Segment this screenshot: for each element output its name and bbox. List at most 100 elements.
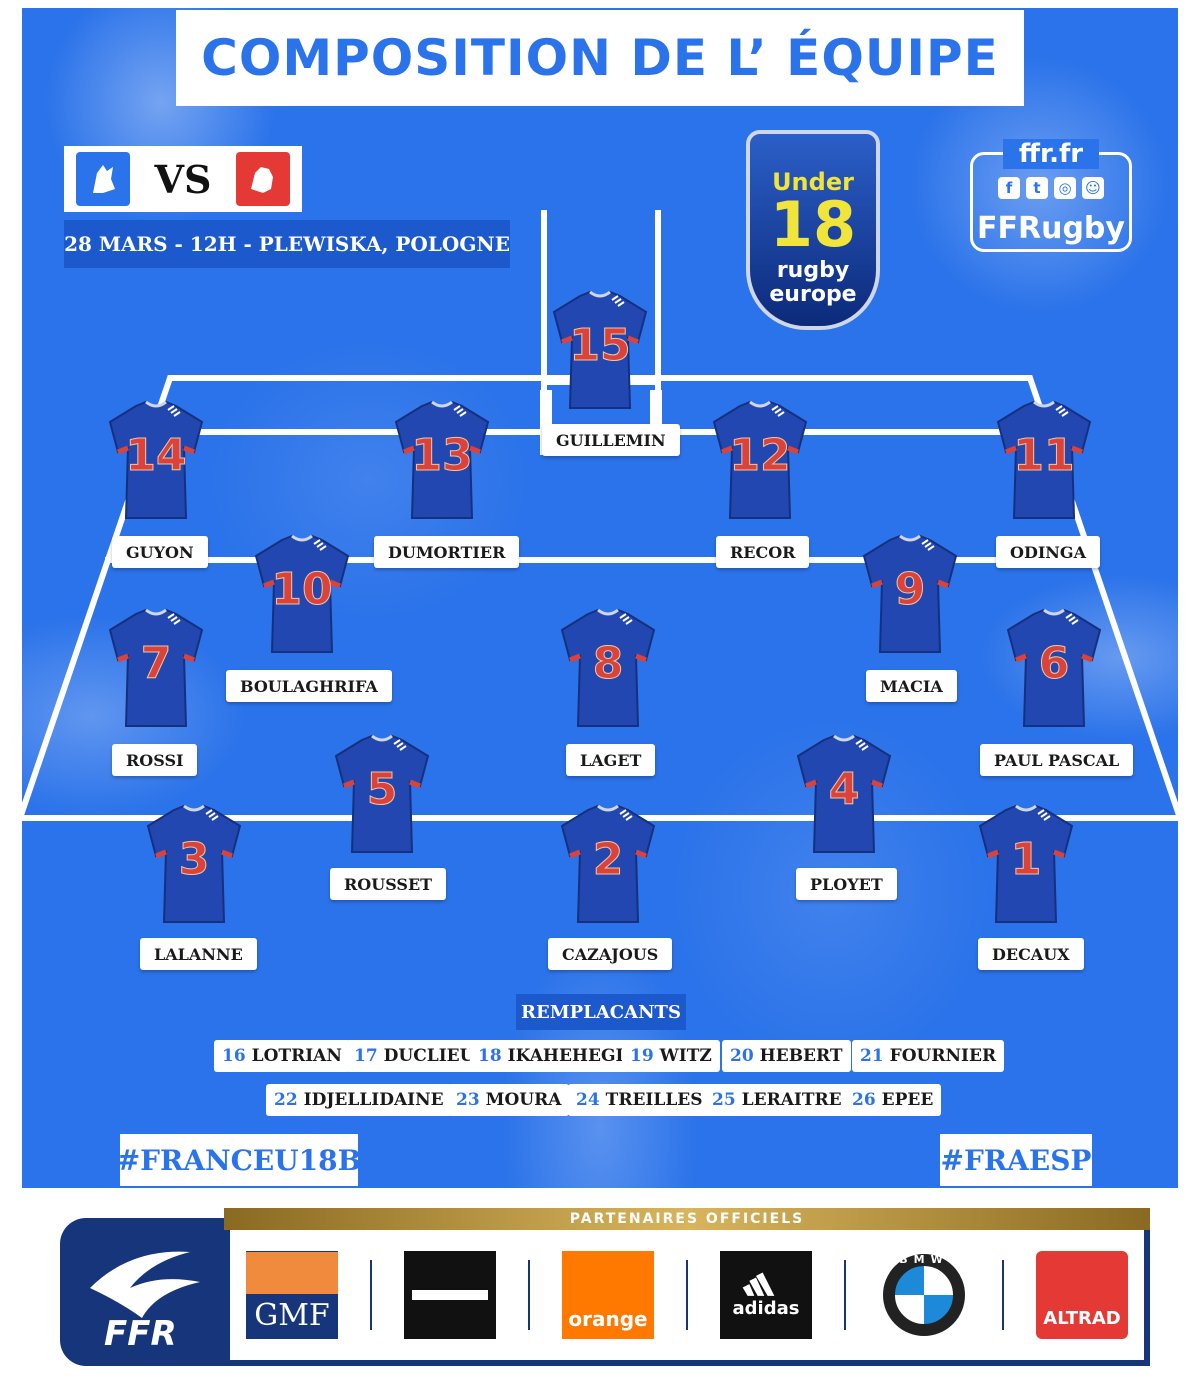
jersey-number: 2 bbox=[592, 834, 624, 886]
player-name: LALANNE bbox=[140, 938, 257, 970]
social-handle[interactable]: FFRugby bbox=[977, 211, 1125, 246]
jersey-icon bbox=[332, 734, 432, 854]
jersey-number: 11 bbox=[1013, 430, 1075, 482]
player-name: MACIA bbox=[866, 670, 957, 702]
player-name: ROUSSET bbox=[330, 868, 447, 900]
partner-divider bbox=[370, 1260, 372, 1330]
page-title: COMPOSITION DE L’ ÉQUIPE bbox=[201, 29, 999, 87]
player-10: 10 BOULAGHRIFA bbox=[222, 534, 392, 704]
jersey-number: 10 bbox=[271, 564, 333, 616]
title-banner: COMPOSITION DE L’ ÉQUIPE bbox=[176, 10, 1024, 106]
jersey-icon bbox=[106, 608, 206, 728]
partner-divider bbox=[1002, 1260, 1004, 1330]
jersey-number: 12 bbox=[729, 430, 791, 482]
jersey-icon bbox=[558, 608, 658, 728]
player-name: CAZAJOUS bbox=[548, 938, 673, 970]
player-6: 6 PAUL PASCAL bbox=[974, 608, 1134, 778]
match-info: 28 MARS - 12H - PLEWISKA, POLOGNE bbox=[64, 220, 510, 268]
partner-divider bbox=[686, 1260, 688, 1330]
adidas-logo[interactable]: adidas bbox=[720, 1251, 812, 1339]
spain-lion-icon bbox=[236, 152, 290, 206]
jersey-icon bbox=[994, 400, 1094, 520]
snapchat-icon[interactable]: ☺ bbox=[1082, 177, 1104, 199]
partner-divider bbox=[844, 1260, 846, 1330]
instagram-icon[interactable]: ◎ bbox=[1054, 177, 1076, 199]
jersey-icon bbox=[710, 400, 810, 520]
player-2: 2 CAZAJOUS bbox=[528, 804, 688, 974]
bmw-logo[interactable]: BMW bbox=[878, 1251, 970, 1339]
jersey-icon bbox=[252, 534, 352, 654]
orange-logo[interactable]: orange bbox=[562, 1251, 654, 1339]
player-13: 13 DUMORTIER bbox=[362, 400, 522, 570]
jersey-number: 13 bbox=[411, 430, 473, 482]
match-header: VS bbox=[64, 146, 302, 212]
substitutes-title: REMPLACANTS bbox=[516, 994, 686, 1030]
player-11: 11 ODINGA bbox=[964, 400, 1124, 570]
twitter-icon[interactable]: t bbox=[1026, 177, 1048, 199]
player-12: 12 RECOR bbox=[680, 400, 840, 570]
jersey-icon bbox=[558, 804, 658, 924]
player-name: ODINGA bbox=[996, 536, 1100, 568]
player-name: BOULAGHRIFA bbox=[226, 670, 392, 702]
jersey-number: 4 bbox=[828, 764, 860, 816]
hashtag-right[interactable]: #FRAESP bbox=[940, 1134, 1092, 1186]
partners-title: PARTENAIRES OFFICIELS bbox=[569, 1211, 805, 1227]
player-name: DECAUX bbox=[978, 938, 1084, 970]
player-15: 15 GUILLEMIN bbox=[520, 290, 680, 460]
jersey-icon bbox=[392, 400, 492, 520]
jersey-number: 14 bbox=[125, 430, 187, 482]
player-name: PAUL PASCAL bbox=[980, 744, 1134, 776]
player-5: 5 ROUSSET bbox=[302, 734, 462, 904]
jersey-icon bbox=[1004, 608, 1104, 728]
player-8: 8 LAGET bbox=[528, 608, 688, 778]
partners-band: PARTENAIRES OFFICIELS bbox=[224, 1208, 1150, 1230]
jersey-icon bbox=[860, 534, 960, 654]
ffr-logo: FFR bbox=[60, 1218, 230, 1366]
player-name: GUILLEMIN bbox=[542, 424, 680, 456]
jersey-number: 15 bbox=[569, 320, 631, 372]
jersey-number: 7 bbox=[140, 638, 172, 690]
hashtag-left[interactable]: #FRANCEU18B bbox=[117, 1134, 361, 1186]
jersey-icon bbox=[144, 804, 244, 924]
jersey-number: 5 bbox=[366, 764, 398, 816]
player-name: PLOYET bbox=[796, 868, 897, 900]
jersey-number: 6 bbox=[1038, 638, 1070, 690]
player-9: 9 MACIA bbox=[830, 534, 990, 704]
societe-generale-logo[interactable] bbox=[404, 1251, 496, 1339]
under18-rugby-europe-logo: Under 18 rugby europe bbox=[746, 130, 880, 330]
jersey-number: 8 bbox=[592, 638, 624, 690]
jersey-number: 9 bbox=[894, 564, 926, 616]
player-name: DUMORTIER bbox=[374, 536, 520, 568]
player-3: 3 LALANNE bbox=[114, 804, 274, 974]
jersey-number: 1 bbox=[1010, 834, 1042, 886]
partners-row: GMF orange adidas BMW ALTRAD bbox=[224, 1230, 1150, 1366]
player-4: 4 PLOYET bbox=[764, 734, 924, 904]
vs-label: VS bbox=[154, 156, 212, 202]
facebook-icon[interactable]: f bbox=[998, 177, 1020, 199]
gmf-logo[interactable]: GMF bbox=[246, 1251, 338, 1339]
jersey-icon bbox=[794, 734, 894, 854]
jersey-icon bbox=[550, 290, 650, 410]
social-url[interactable]: ffr.fr bbox=[1003, 139, 1099, 169]
jersey-number: 3 bbox=[178, 834, 210, 886]
player-name: ROSSI bbox=[112, 744, 198, 776]
player-14: 14 GUYON bbox=[76, 400, 236, 570]
player-name: RECOR bbox=[716, 536, 810, 568]
partner-divider bbox=[528, 1260, 530, 1330]
altrad-logo[interactable]: ALTRAD bbox=[1036, 1251, 1128, 1339]
jersey-icon bbox=[976, 804, 1076, 924]
player-name: GUYON bbox=[112, 536, 208, 568]
player-name: LAGET bbox=[566, 744, 656, 776]
player-1: 1 DECAUX bbox=[946, 804, 1106, 974]
